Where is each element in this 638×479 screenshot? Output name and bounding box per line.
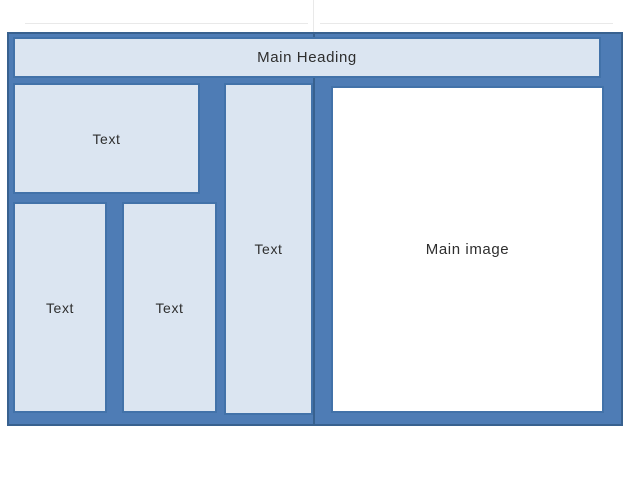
middle-column-text-label: Text (254, 241, 283, 257)
main-heading-label: Main Heading (257, 49, 357, 66)
main-heading-box: Main Heading (13, 37, 601, 78)
bottom-middle-text-box: Text (122, 202, 217, 413)
faint-guide-line-top (313, 0, 314, 32)
main-image-label: Main image (425, 241, 510, 258)
top-left-text-box: Text (13, 83, 200, 194)
bottom-middle-text-label: Text (155, 299, 184, 316)
top-left-text-label: Text (92, 130, 121, 147)
frame-divider-seam (313, 32, 315, 426)
faint-guide-line-right (320, 23, 613, 24)
faint-guide-line-left (25, 23, 308, 24)
main-image-box: Main image (331, 86, 604, 413)
bottom-left-text-label: Text (45, 299, 75, 316)
middle-column-text-box: Text (224, 83, 313, 415)
bottom-left-text-box: Text (13, 202, 107, 413)
